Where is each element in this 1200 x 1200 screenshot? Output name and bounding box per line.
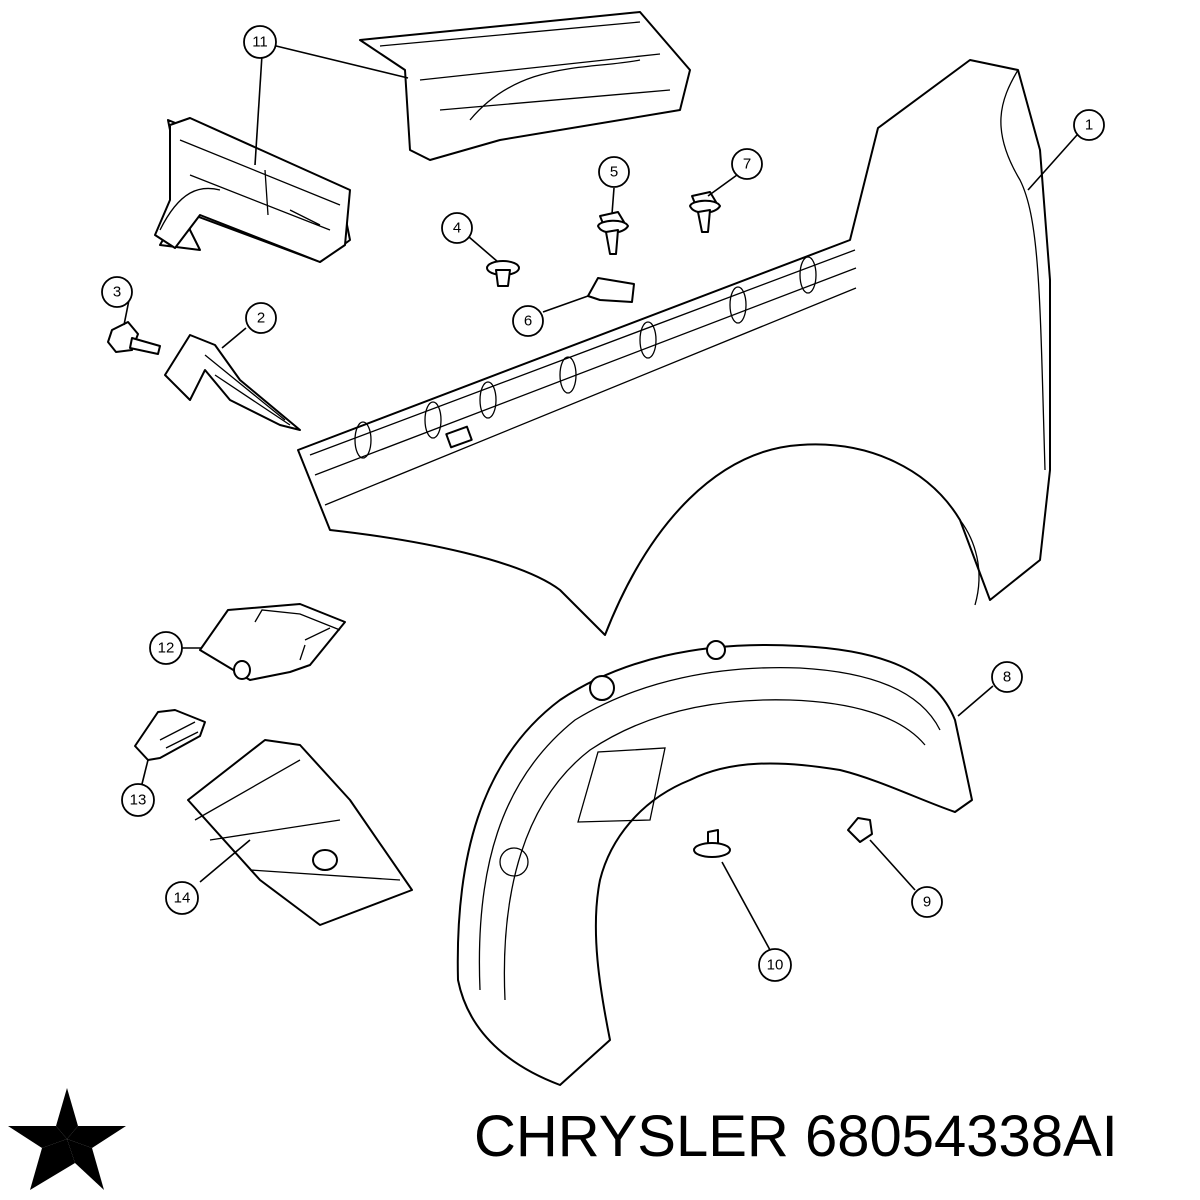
leader-lines [123,44,1078,951]
bracket-part [164,334,301,431]
callout-13: 13 [121,783,155,817]
screw-part [689,191,721,233]
svg-text:13: 13 [130,792,147,809]
callout-3: 3 [101,276,133,308]
svg-text:11: 11 [252,34,268,51]
nut-part [847,817,873,843]
part-caption: CHRYSLER 68054338AI [474,1108,1194,1166]
callout-10: 10 [758,948,792,982]
svg-text:14: 14 [174,890,191,907]
push-clip-part [693,829,731,858]
svg-text:12: 12 [158,640,175,657]
brand-name: CHRYSLER [474,1104,789,1169]
callout-5: 5 [598,156,630,188]
bolt-part [107,321,161,355]
wheelhouse-liner-part [456,640,973,1086]
svg-text:4: 4 [453,220,461,237]
svg-text:7: 7 [743,156,751,173]
shield-part [199,603,346,681]
splash-shield-part [187,739,413,926]
svg-text:5: 5 [610,164,618,181]
svg-text:3: 3 [113,284,121,301]
callout-7: 7 [731,148,763,180]
fender-part [297,59,1051,636]
callout-12: 12 [149,631,183,665]
svg-text:6: 6 [524,313,532,330]
push-clip-part [486,260,520,287]
part-number: 68054338AI [804,1104,1118,1169]
callout-11: 11 [243,25,277,59]
svg-text:9: 9 [923,894,931,911]
callout-4: 4 [441,212,473,244]
svg-text:2: 2 [257,310,265,327]
small-bracket-part [134,709,206,761]
screw-part [597,211,629,255]
callout-2: 2 [245,302,277,334]
svg-text:8: 8 [1003,669,1011,686]
callout-14: 14 [165,881,199,915]
svg-text:1: 1 [1085,117,1093,134]
frame-rail-part [154,11,691,263]
nut-clip-part [587,277,635,303]
callout-1: 1 [1073,109,1105,141]
callout-9: 9 [911,886,943,918]
callout-6: 6 [512,305,544,337]
callout-8: 8 [991,661,1023,693]
pentastar-icon [8,1088,126,1190]
svg-text:10: 10 [767,957,784,974]
